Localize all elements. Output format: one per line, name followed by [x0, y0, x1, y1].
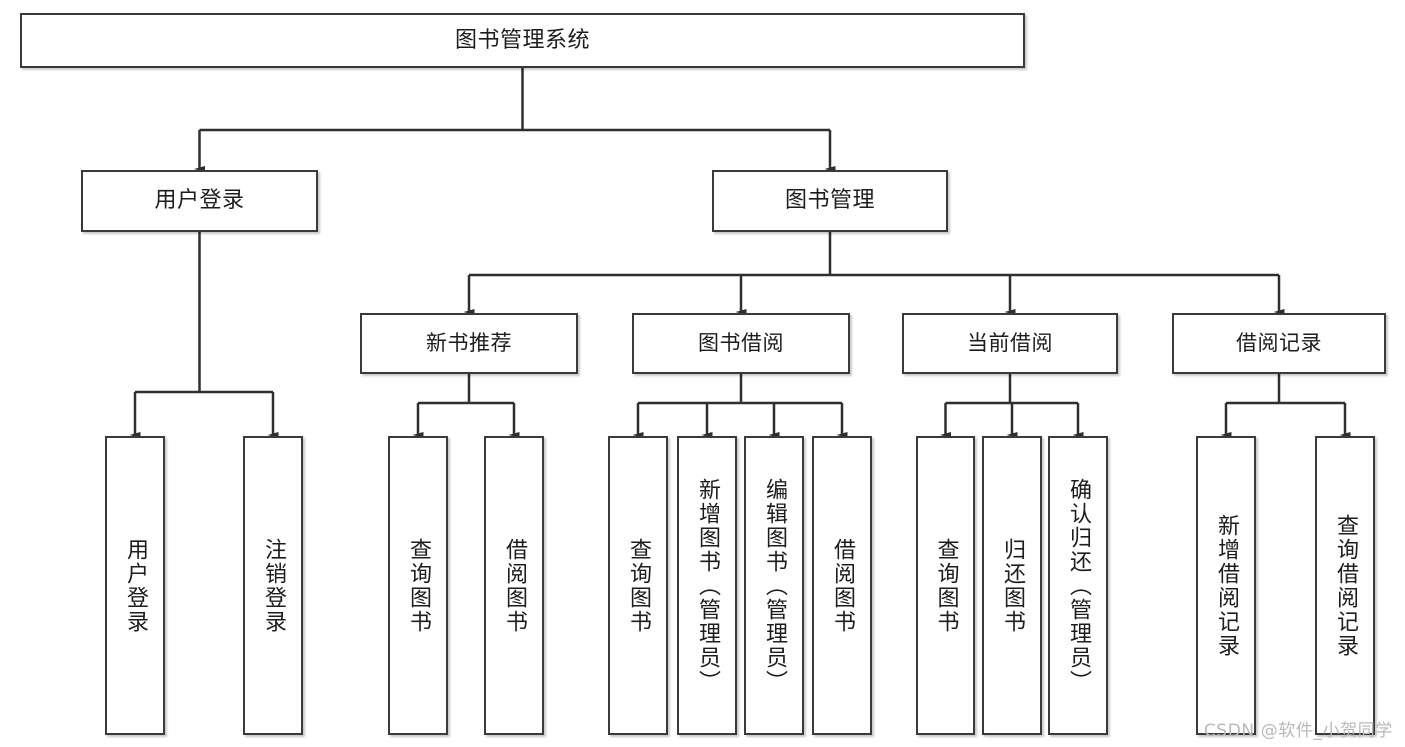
- node-label-current-borrow: 当前借阅: [967, 331, 1053, 356]
- node-leaf-user-logout[interactable]: 注销登录: [243, 436, 303, 735]
- node-label-user-login: 用户登录: [154, 188, 245, 214]
- node-label-leaf-query-book-1: 查询图书: [406, 537, 431, 634]
- node-label-leaf-user-logout: 注销登录: [261, 537, 286, 634]
- node-leaf-user-login[interactable]: 用户登录: [105, 436, 165, 735]
- node-book-borrow[interactable]: 图书借阅: [632, 313, 850, 374]
- node-leaf-add-book[interactable]: 新增图书（管理员）: [677, 436, 737, 735]
- node-label-leaf-query-book-3: 查询图书: [933, 537, 959, 634]
- node-root[interactable]: 图书管理系统: [20, 13, 1025, 68]
- node-leaf-edit-book[interactable]: 编辑图书（管理员）: [744, 436, 804, 735]
- node-leaf-add-record[interactable]: 新增借阅记录: [1196, 436, 1256, 735]
- watermark-label: CSDN @软件_小贺同学: [1203, 721, 1393, 741]
- node-label-leaf-user-login: 用户登录: [123, 537, 148, 634]
- node-user-login[interactable]: 用户登录: [81, 170, 318, 232]
- node-borrow-record[interactable]: 借阅记录: [1172, 313, 1386, 374]
- node-new-book-rec[interactable]: 新书推荐: [360, 313, 578, 374]
- node-leaf-query-book-2[interactable]: 查询图书: [608, 436, 668, 735]
- node-label-new-book-rec: 新书推荐: [426, 331, 512, 356]
- node-label-leaf-add-book: 新增图书（管理员）: [695, 477, 720, 694]
- node-label-leaf-query-record: 查询借阅记录: [1333, 513, 1358, 658]
- connector-paths: [129, 68, 1351, 438]
- node-book-manage[interactable]: 图书管理: [712, 170, 948, 232]
- node-label-leaf-add-record: 新增借阅记录: [1214, 513, 1239, 658]
- node-label-leaf-return-book: 归还图书: [1000, 537, 1025, 634]
- node-leaf-return-book[interactable]: 归还图书: [982, 436, 1042, 735]
- node-label-root: 图书管理系统: [454, 27, 590, 53]
- node-label-leaf-edit-book: 编辑图书（管理员）: [762, 477, 787, 694]
- node-leaf-query-book-3[interactable]: 查询图书: [916, 436, 975, 735]
- node-leaf-query-record[interactable]: 查询借阅记录: [1315, 436, 1375, 735]
- node-label-leaf-borrow-book-1: 借阅图书: [502, 537, 527, 634]
- node-label-leaf-confirm-return: 确认归还（管理员）: [1066, 477, 1091, 694]
- node-leaf-borrow-book-2[interactable]: 借阅图书: [812, 436, 872, 735]
- node-label-leaf-borrow-book-2: 借阅图书: [830, 537, 855, 634]
- node-label-leaf-query-book-2: 查询图书: [626, 537, 651, 634]
- node-label-book-borrow: 图书借阅: [698, 331, 784, 356]
- node-leaf-confirm-return[interactable]: 确认归还（管理员）: [1048, 436, 1108, 735]
- node-label-borrow-record: 借阅记录: [1236, 331, 1322, 356]
- node-label-book-manage: 图书管理: [784, 188, 875, 214]
- node-leaf-borrow-book-1[interactable]: 借阅图书: [484, 436, 544, 735]
- node-current-borrow[interactable]: 当前借阅: [902, 313, 1118, 374]
- node-leaf-query-book-1[interactable]: 查询图书: [388, 436, 448, 735]
